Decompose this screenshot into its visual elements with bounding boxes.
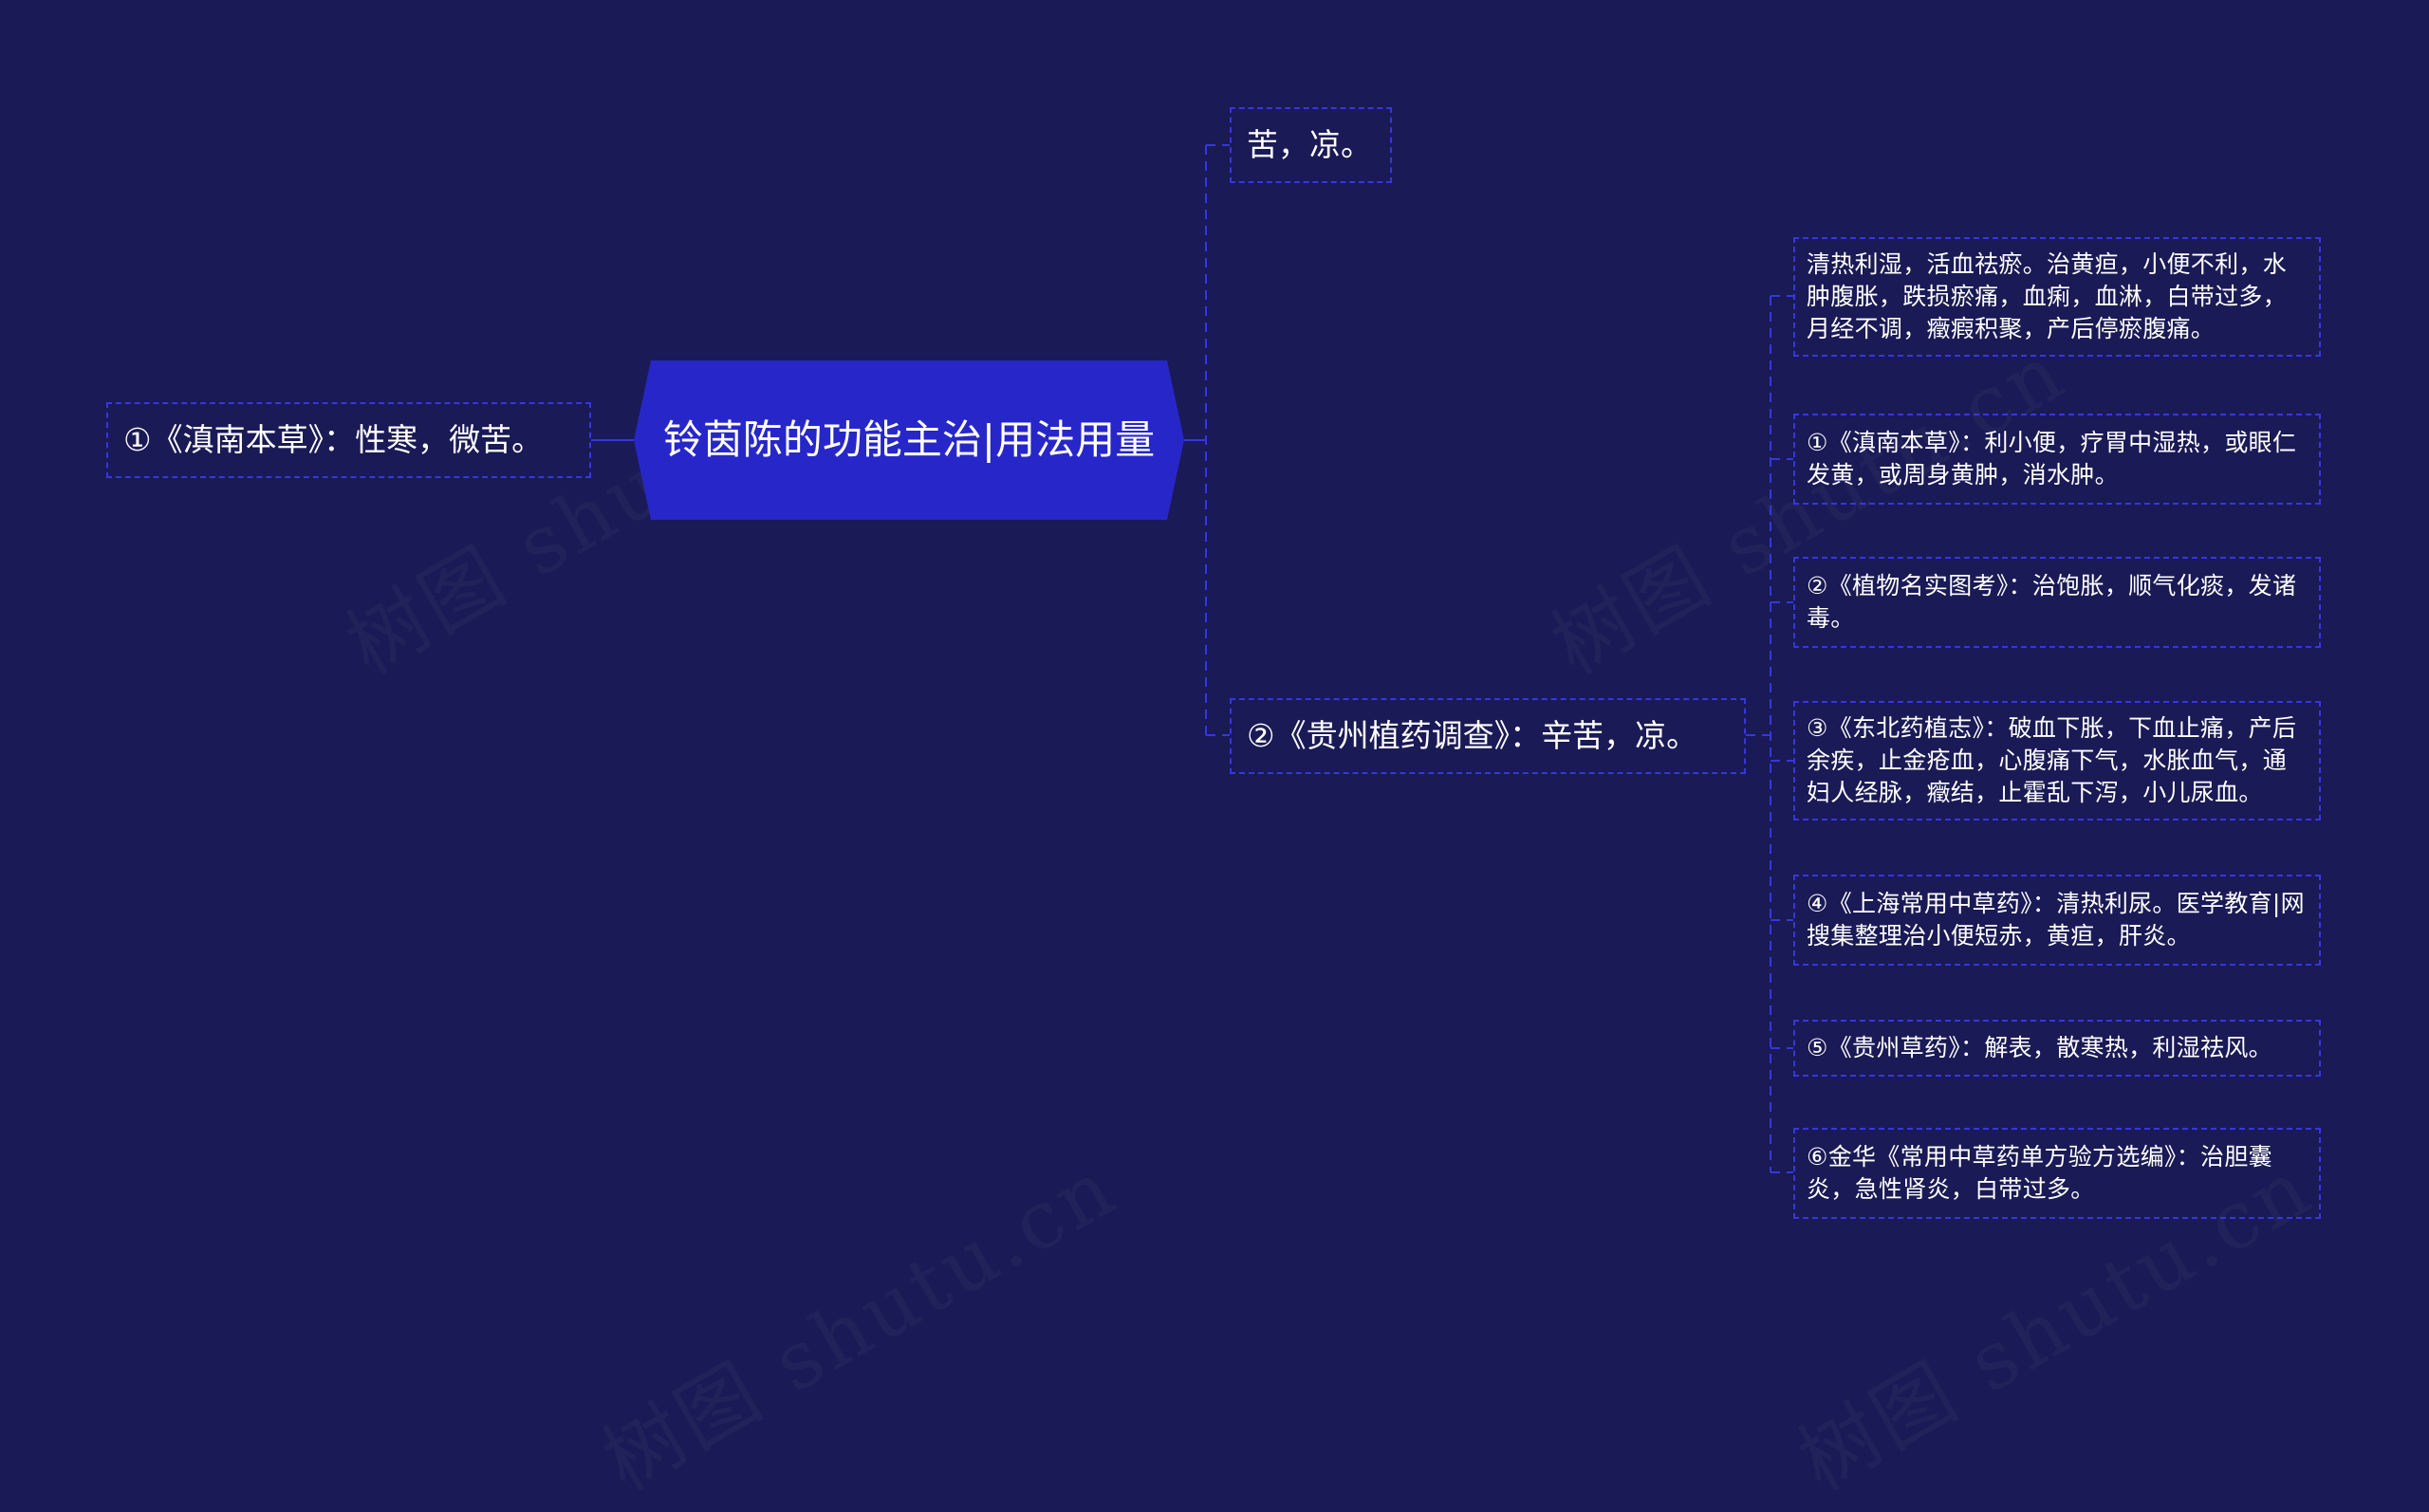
central-topic[interactable]: 铃茵陈的功能主治|用法用量 (634, 360, 1184, 520)
leaf-node-2[interactable]: ①《滇南本草》：利小便，疗胃中湿热，或眼仁发黄，或周身黄肿，消水肿。 (1793, 414, 2321, 505)
leaf-node-1[interactable]: 清热利湿，活血祛瘀。治黄疸，小便不利，水肿腹胀，跌损瘀痛，血痢，血淋，白带过多，… (1793, 237, 2321, 357)
branch-node-guizhou[interactable]: ②《贵州植药调查》：辛苦，凉。 (1230, 698, 1746, 774)
branch-node-bitter-cool[interactable]: 苦，凉。 (1230, 107, 1392, 183)
mind-map-canvas: 树图 shutu.cn 树图 shutu.cn 树图 shutu.cn 树图 s… (106, 107, 2321, 1219)
leaf-text: 清热利湿，活血祛瘀。治黄疸，小便不利，水肿腹胀，跌损瘀痛，血痢，血淋，白带过多，… (1807, 250, 2288, 342)
leaf-node-3[interactable]: ②《植物名实图考》：治饱胀，顺气化痰，发诸毒。 (1793, 557, 2321, 648)
left-branch-node[interactable]: ①《滇南本草》：性寒，微苦。 (106, 402, 591, 478)
leaf-node-5[interactable]: ④《上海常用中草药》：清热利尿。医学教育|网搜集整理治小便短赤，黄疸，肝炎。 (1793, 875, 2321, 966)
leaf-text: ④《上海常用中草药》：清热利尿。医学教育|网搜集整理治小便短赤，黄疸，肝炎。 (1807, 890, 2305, 950)
branch-label: 苦，凉。 (1247, 126, 1372, 163)
leaf-text: ②《植物名实图考》：治饱胀，顺气化痰，发诸毒。 (1807, 572, 2297, 632)
leaf-text: ⑥金华《常用中草药单方验方选编》：治胆囊炎，急性肾炎，白带过多。 (1807, 1143, 2272, 1203)
leaf-text: ③《东北药植志》：破血下胀，下血止痛，产后余疾，止金疮血，心腹痛下气，水胀血气，… (1807, 714, 2297, 806)
leaf-node-4[interactable]: ③《东北药植志》：破血下胀，下血止痛，产后余疾，止金疮血，心腹痛下气，水胀血气，… (1793, 701, 2321, 821)
branch-label: ②《贵州植药调查》：辛苦，凉。 (1247, 717, 1698, 754)
leaf-node-7[interactable]: ⑥金华《常用中草药单方验方选编》：治胆囊炎，急性肾炎，白带过多。 (1793, 1128, 2321, 1219)
central-topic-label: 铃茵陈的功能主治|用法用量 (662, 416, 1156, 463)
leaf-text: ①《滇南本草》：利小便，疗胃中湿热，或眼仁发黄，或周身黄肿，消水肿。 (1807, 429, 2297, 489)
left-branch-label: ①《滇南本草》：性寒，微苦。 (123, 421, 544, 458)
leaf-node-6[interactable]: ⑤《贵州草药》：解表，散寒热，利湿祛风。 (1793, 1020, 2321, 1077)
connector-lines (591, 144, 1793, 1173)
leaf-text: ⑤《贵州草药》：解表，散寒热，利湿祛风。 (1807, 1034, 2272, 1061)
